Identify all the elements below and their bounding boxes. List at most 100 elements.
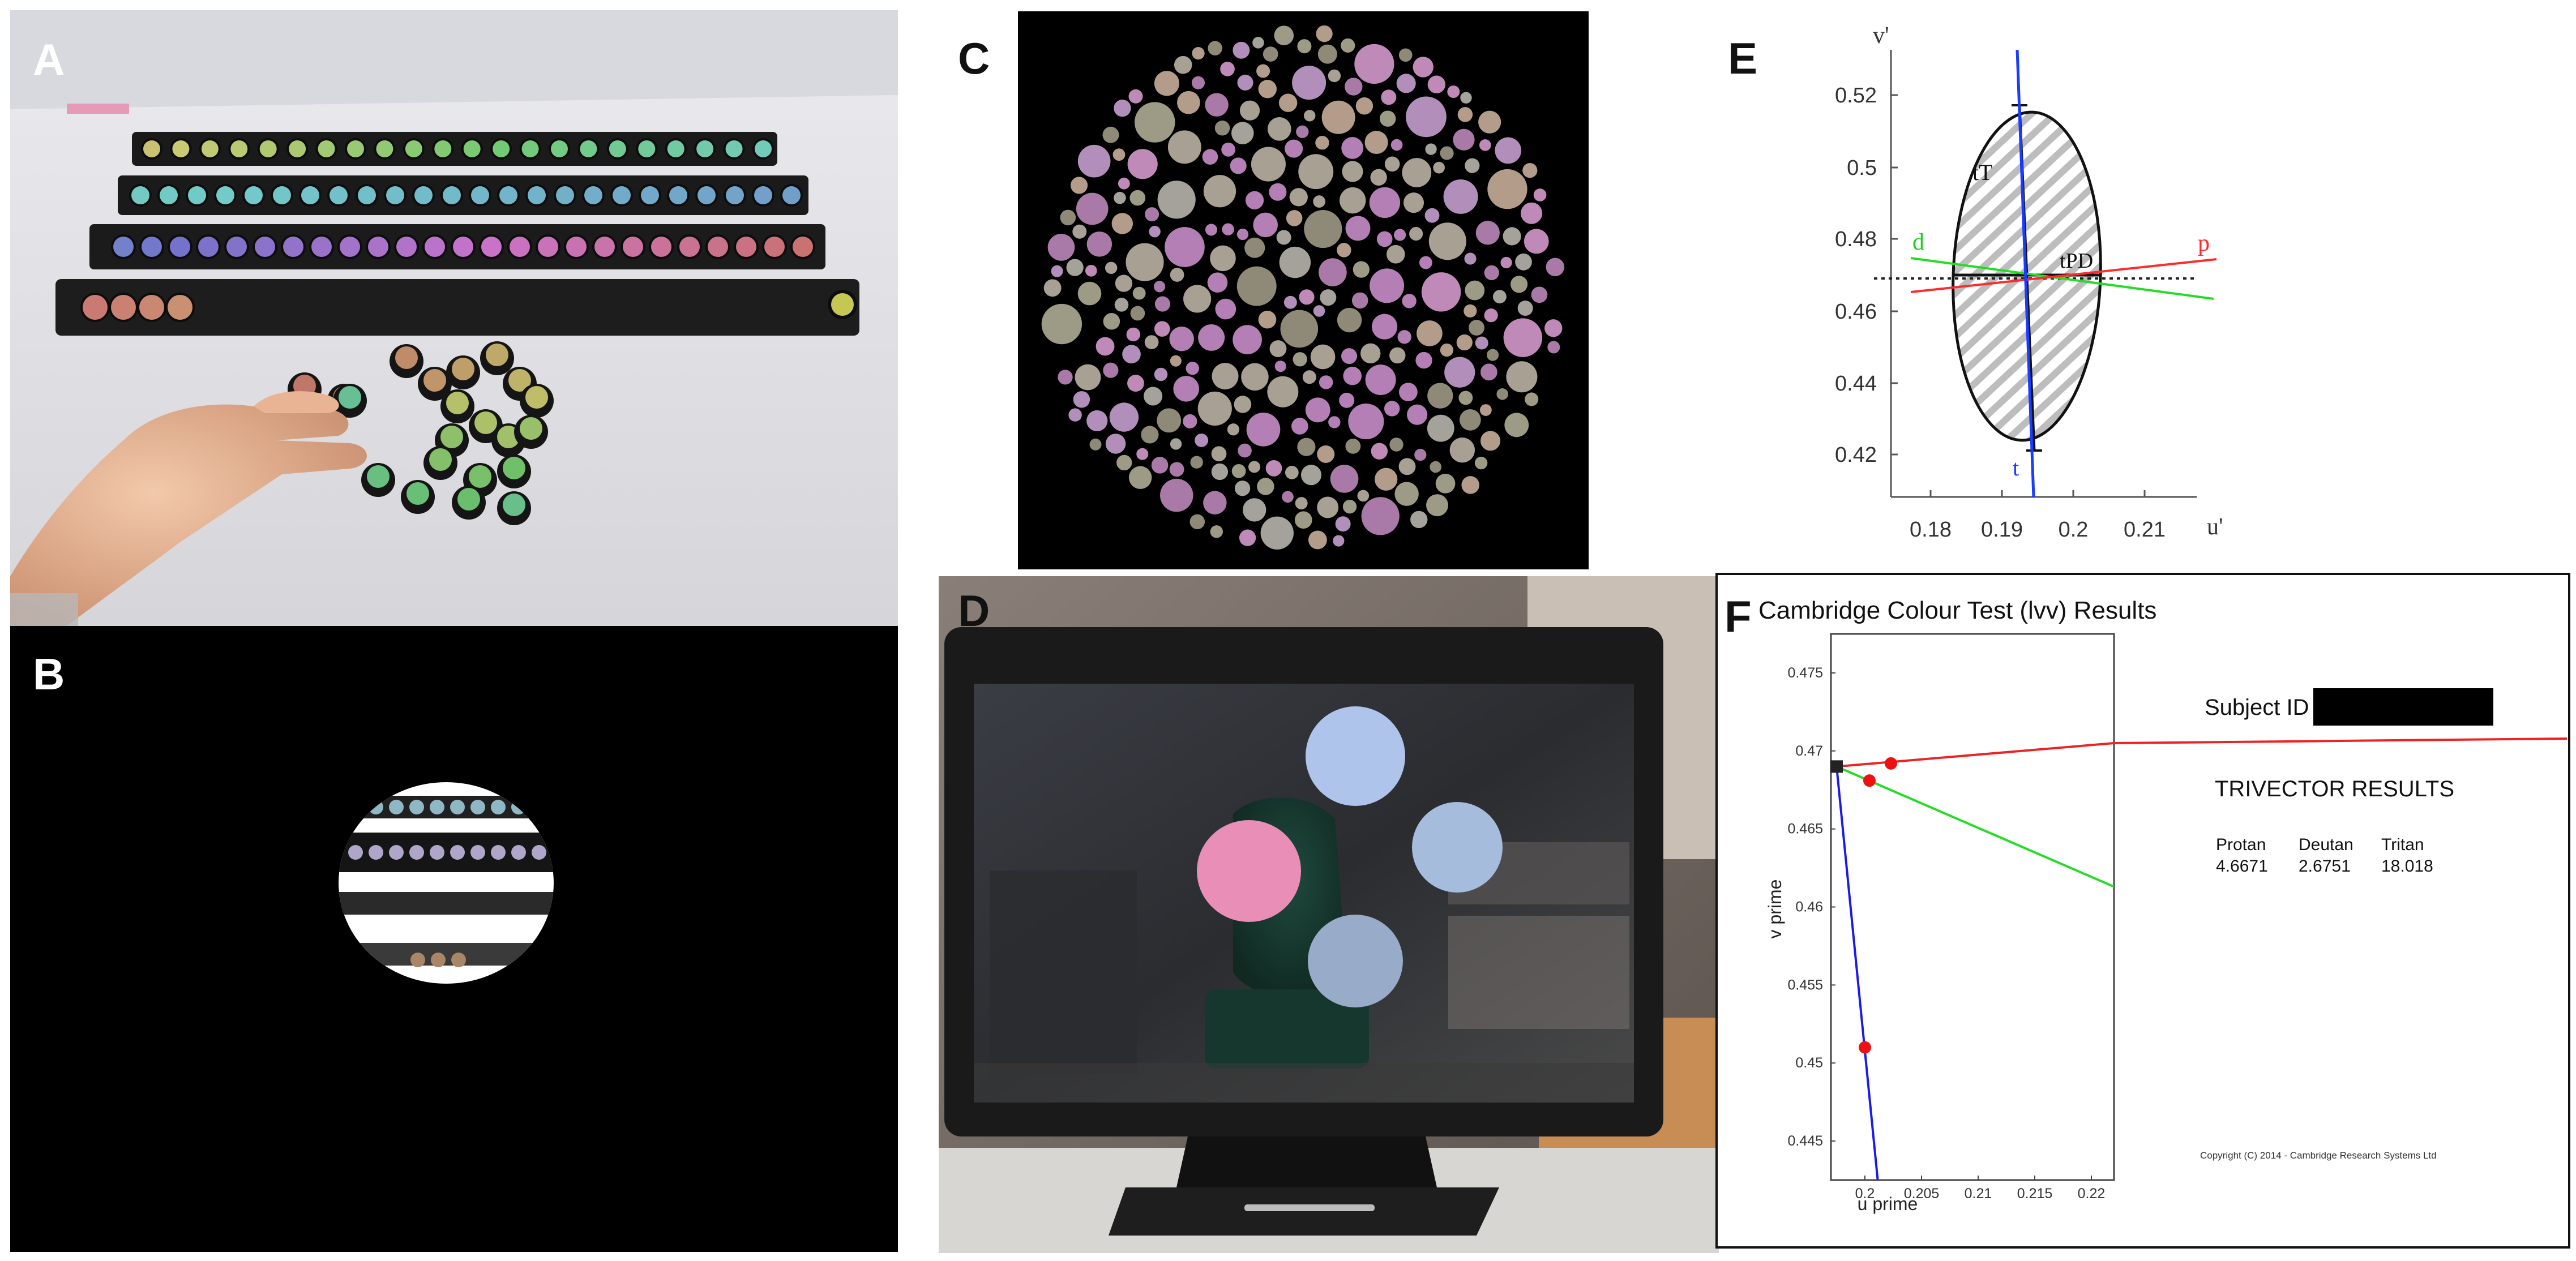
f-origin-point — [1830, 760, 1843, 773]
cap-color — [358, 186, 376, 204]
plate-dot — [1077, 281, 1102, 306]
panel-d: D — [939, 576, 1719, 1253]
plate-dot — [1375, 467, 1398, 491]
panel-a: A — [10, 10, 898, 626]
plate-dot — [1443, 179, 1478, 214]
plate-dot — [1112, 148, 1126, 161]
subject-id-redaction — [2313, 688, 2493, 726]
plate-dot — [1419, 256, 1432, 269]
cap-color — [755, 140, 772, 157]
plate-dot — [1243, 498, 1266, 522]
plate-dot — [1210, 245, 1236, 272]
cap-color — [414, 186, 433, 204]
aperture-cap — [450, 800, 465, 814]
plate-dot — [1421, 272, 1461, 312]
cap-color — [188, 186, 206, 204]
f-x-tick: 0.21 — [1965, 1186, 1992, 1202]
aperture-cap — [409, 800, 424, 814]
plate-dot — [1127, 375, 1144, 392]
cap-color — [440, 426, 463, 448]
plate-dot — [1475, 221, 1500, 245]
plate-dot — [1460, 92, 1472, 104]
aperture-cap — [410, 953, 425, 967]
plate-dot — [1305, 397, 1330, 423]
cap-color — [453, 237, 473, 257]
e-y-tick: 0.44 — [1835, 372, 1877, 396]
cap-color — [311, 237, 332, 257]
panel-label-b: B — [33, 649, 65, 699]
plate-dot — [1417, 320, 1443, 346]
aperture-cap — [369, 800, 383, 814]
plate-dot — [1248, 461, 1260, 473]
plate-dot — [1341, 137, 1364, 159]
cap-color — [754, 186, 772, 204]
cap-color — [131, 186, 149, 204]
plate-dot — [1328, 69, 1341, 83]
plate-dot — [1361, 497, 1400, 535]
plate-dot — [1167, 130, 1201, 164]
plate-dot — [1267, 376, 1299, 408]
f-line-deutan — [1836, 765, 2114, 888]
cap-color — [669, 186, 687, 204]
plate-dot — [1128, 89, 1143, 104]
stimulus-left — [1197, 820, 1301, 922]
plate-dot — [1406, 96, 1447, 138]
plate-dot — [1220, 62, 1235, 76]
cap-color — [736, 237, 756, 257]
plate-dot — [1339, 187, 1366, 214]
plate-dot — [1440, 146, 1454, 160]
plate-dot — [1231, 122, 1254, 144]
cap-color — [386, 186, 404, 204]
f-y-tick: 0.475 — [1787, 665, 1823, 681]
plate-dot — [1151, 457, 1169, 474]
e-y-axis-label: v' — [1873, 23, 1889, 49]
plate-dot — [1252, 37, 1264, 49]
plate-dot — [1103, 362, 1119, 378]
plate-dot — [1339, 392, 1355, 408]
cap-row-4 — [80, 290, 857, 322]
cap-color — [376, 140, 393, 157]
plate-dot — [1524, 229, 1549, 254]
cap-color — [613, 186, 631, 204]
cap-color — [679, 237, 700, 257]
plate-dot — [1487, 169, 1527, 209]
f-y-axis-label: v prime — [1765, 880, 1785, 939]
plate-dot — [1154, 321, 1170, 337]
plate-dots — [1041, 25, 1565, 550]
plate-dot — [1484, 265, 1499, 280]
plate-dot — [1115, 274, 1133, 292]
plate-dot — [1116, 454, 1132, 471]
plate-dot — [1337, 307, 1362, 333]
plate-dot — [1285, 466, 1299, 479]
stimulus-right — [1412, 802, 1503, 893]
plate-dot — [1221, 142, 1235, 157]
cap-color — [486, 344, 508, 366]
plate-dot — [1227, 423, 1240, 436]
plate-dot — [1376, 231, 1393, 247]
plate-dot — [1280, 310, 1319, 348]
plate-dot — [1234, 396, 1252, 413]
plate-dot — [1197, 391, 1232, 426]
e-y-tick: 0.52 — [1835, 84, 1877, 108]
cap-color — [623, 237, 643, 257]
plate-dot — [1244, 237, 1265, 258]
cap-color — [83, 295, 108, 320]
plate-dot — [1145, 207, 1159, 222]
plate-dot — [1198, 324, 1225, 351]
plate-dot — [1317, 44, 1337, 64]
aperture-cap — [348, 800, 363, 814]
plate-dot — [1170, 355, 1182, 367]
f-x-tick: 0.205 — [1904, 1186, 1940, 1202]
plate-dot — [1321, 100, 1355, 134]
plate-dot — [1127, 149, 1158, 179]
plate-dot — [1043, 279, 1062, 297]
plate-dot — [1414, 448, 1427, 461]
cap-color — [580, 140, 597, 157]
plate-dot — [1319, 375, 1333, 389]
plate-dot — [1294, 511, 1312, 529]
plate-dot — [1310, 344, 1336, 370]
plate-dot — [1398, 48, 1413, 62]
plate-dot — [1546, 258, 1565, 277]
plate-dot — [1289, 188, 1308, 207]
plate-dot — [1313, 305, 1325, 317]
